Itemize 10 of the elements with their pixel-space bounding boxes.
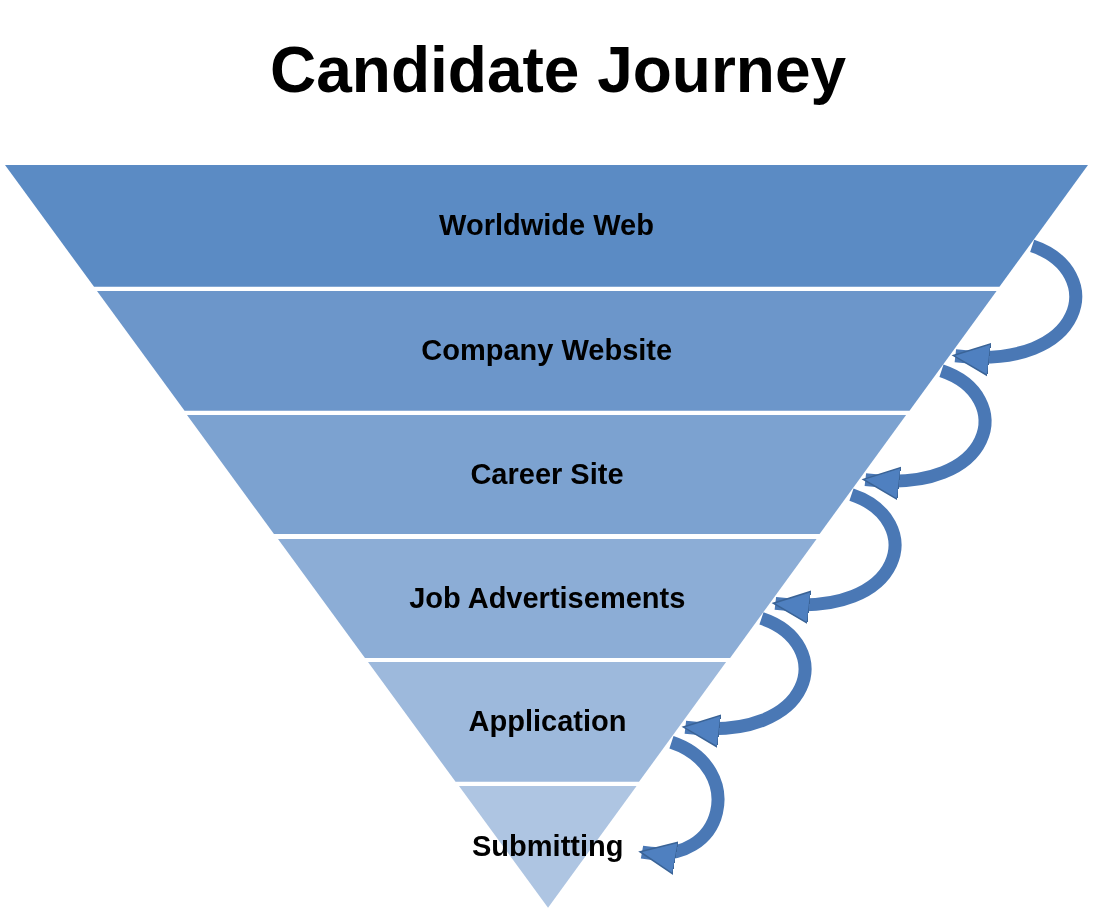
band-label: Application	[468, 704, 627, 740]
curved-arrow	[862, 364, 991, 498]
curved-arrow	[682, 612, 811, 746]
band-label: Job Advertisements	[409, 580, 686, 616]
band-label: Company Website	[421, 333, 673, 368]
band-label: Career Site	[470, 456, 624, 492]
band-label: Submitting	[472, 829, 624, 865]
curved-arrow	[639, 736, 725, 872]
curved-arrow	[772, 488, 901, 622]
band-label: Worldwide Web	[439, 208, 654, 244]
